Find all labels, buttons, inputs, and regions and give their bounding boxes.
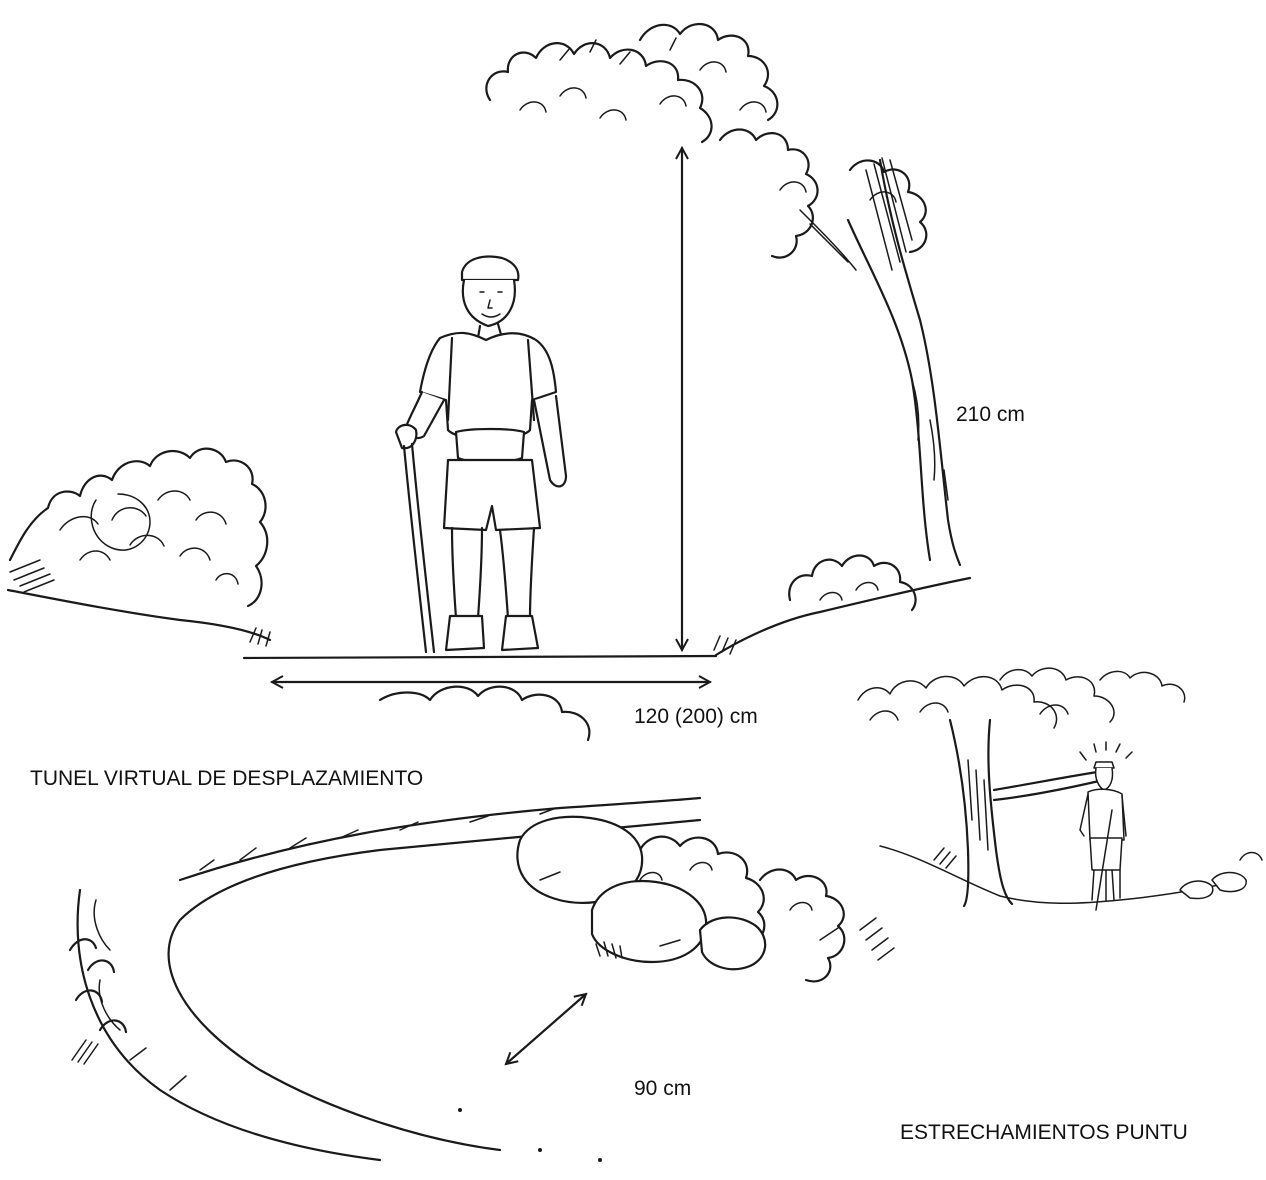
left-bush <box>8 449 270 646</box>
clearance-dimension-arrow <box>506 994 586 1064</box>
clearance-label: 90 cm <box>634 1078 691 1099</box>
tunnel-caption: TUNEL VIRTUAL DE DESPLAZAMIENTO <box>30 768 423 789</box>
hiker-figure <box>396 257 566 652</box>
narrowing-caption: ESTRECHAMIENTOS PUNTU <box>900 1122 1188 1143</box>
path-ground-line <box>244 656 716 658</box>
width-label: 120 (200) cm <box>634 706 758 727</box>
height-label: 210 cm <box>956 404 1025 425</box>
narrowing-scene <box>858 668 1262 910</box>
trail-scene <box>70 687 894 1162</box>
right-tree <box>486 24 970 655</box>
